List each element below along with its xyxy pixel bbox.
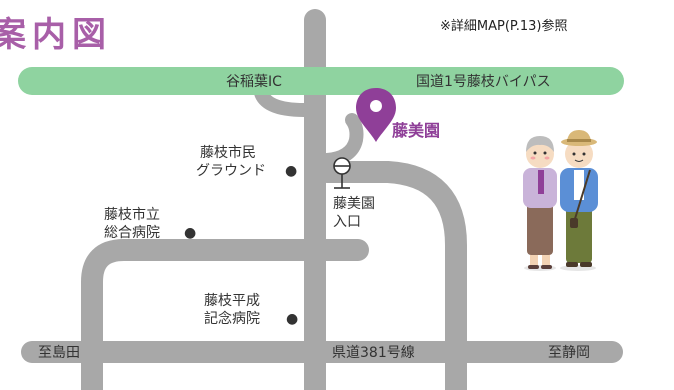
ground-bullet: ●	[285, 163, 297, 179]
destination-label: 藤美園	[392, 121, 440, 140]
page-title: 案内図	[0, 15, 112, 55]
bypass-ic-label: 谷稲葉IC	[226, 74, 282, 90]
west-branch-road	[81, 239, 369, 390]
ground-label-line1: 藤枝市民	[200, 144, 256, 161]
location-pin-icon	[356, 88, 396, 142]
to-shizuoka-label: 至静岡	[548, 345, 590, 361]
entrance-label-line2: 入口	[333, 214, 361, 230]
ground-label-line2: グラウンド	[196, 163, 266, 179]
to-shimada-label: 至島田	[38, 345, 80, 361]
man-figure	[560, 130, 598, 271]
route381-label: 県道381号線	[332, 345, 415, 361]
reference-note: ※詳細MAP(P.13)参照	[440, 18, 567, 34]
bus-stop-icon	[333, 157, 351, 189]
entrance-label-line1: 藤美園	[333, 196, 375, 212]
hospital-general-bullet: ●	[184, 225, 196, 241]
east-curve-road	[316, 161, 467, 390]
road-network	[21, 9, 623, 390]
bypass-name-label: 国道1号藤枝バイパス	[416, 74, 551, 90]
bypass-road	[18, 67, 624, 95]
hospital-heisei-label-line2: 記念病院	[204, 310, 260, 327]
hospital-heisei-bullet: ●	[286, 311, 298, 327]
destination-spur-road	[320, 113, 364, 167]
woman-figure	[523, 136, 557, 271]
hospital-general-label-line2: 総合病院	[104, 225, 160, 241]
hospital-general-label-line1: 藤枝市立	[104, 206, 160, 223]
hospital-heisei-label-line1: 藤枝平成	[204, 293, 260, 309]
elderly-couple-illustration	[523, 130, 598, 271]
